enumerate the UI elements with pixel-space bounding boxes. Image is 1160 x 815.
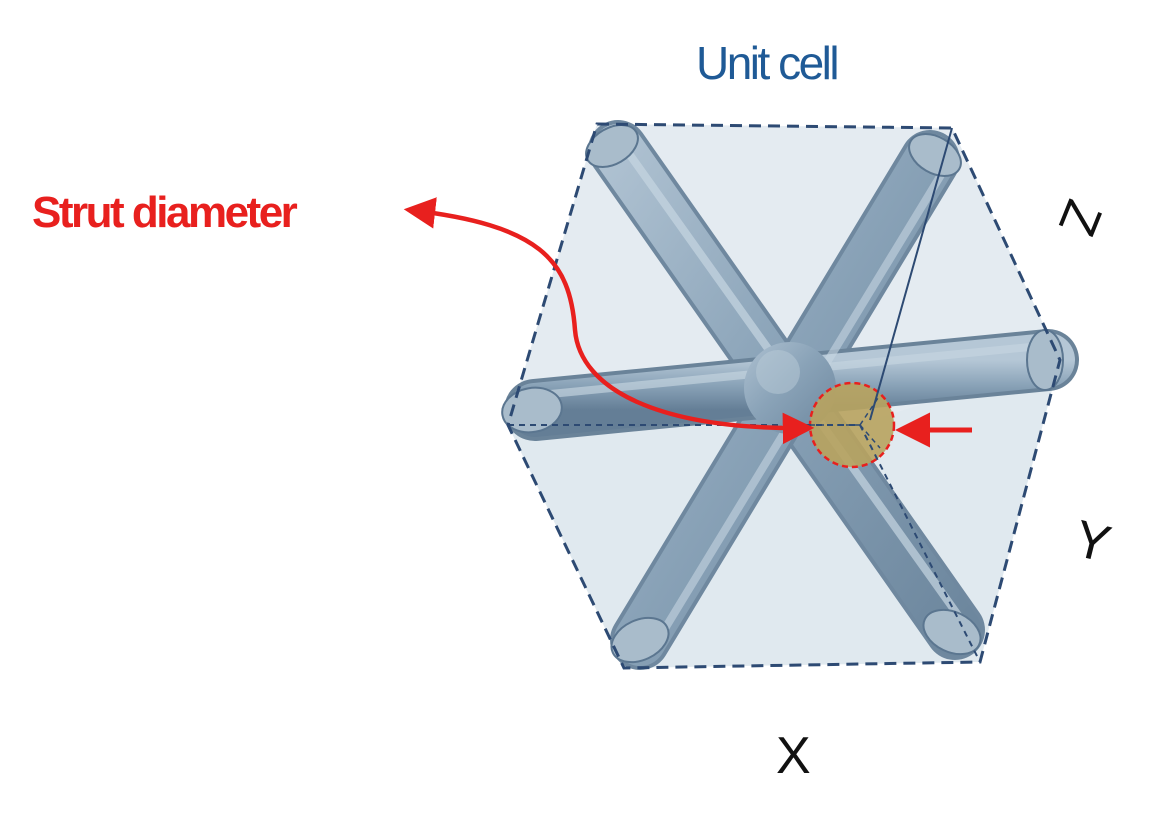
diagram-title: Unit cell: [696, 37, 840, 89]
strut-diameter-pointer: [403, 197, 972, 448]
strut-diameter-label: Strut diameter: [32, 188, 298, 237]
axis-x-label: X: [776, 727, 811, 785]
